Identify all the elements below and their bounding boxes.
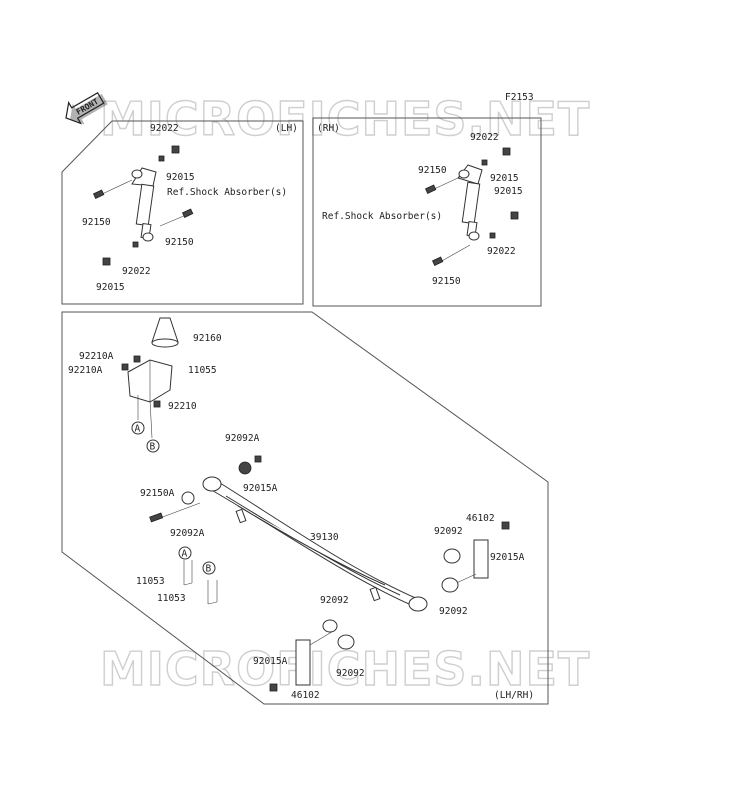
label-ref-shock-absorber: Ref.Shock Absorber(s): [322, 211, 442, 222]
callout-b-icon: [202, 561, 216, 575]
label-92160: 92160: [193, 333, 222, 344]
bolt-92150a: [149, 512, 164, 523]
label-11053: 11053: [157, 593, 186, 604]
bushing-92092-mid: [322, 619, 338, 633]
label-92210a: 92210A: [68, 365, 103, 376]
label-ref-shock-absorber: Ref.Shock Absorber(s): [167, 187, 287, 198]
washer-92022-lh-bottom: [132, 241, 139, 248]
callout-b: B: [150, 442, 156, 453]
nut-92015a-bot: [269, 683, 278, 692]
front-arrow-icon: FRONT: [65, 91, 108, 125]
panel-leaf-spring: (LH/RH) A B: [61, 311, 549, 705]
shackle-46102-right: [473, 539, 489, 579]
label-92015a: 92015A: [253, 656, 288, 667]
leaf-spring-39130: [202, 476, 428, 612]
nut-92210a-2: [121, 363, 129, 371]
label-92015a: 92015A: [490, 552, 525, 563]
washer-92022-rh-bottom: [489, 232, 496, 239]
callout-a-icon: [178, 546, 192, 560]
label-39130: 39130: [310, 532, 339, 543]
washer-92022-lh-top: [158, 155, 165, 162]
nut-92015-rh-b: [510, 211, 519, 220]
label-11055: 11055: [188, 365, 217, 376]
nut-92015-lh-top: [171, 145, 180, 154]
label-92150: 92150: [432, 276, 461, 287]
watermark-bottom: MICROFICHES.NET: [100, 642, 590, 696]
shock-absorber-lh: [131, 167, 157, 242]
nut-92015a-top: [254, 455, 262, 463]
bolt-92210: [153, 400, 161, 408]
shackle-46102-bottom: [295, 639, 311, 686]
label-92210a: 92210A: [79, 351, 114, 362]
label-92015: 92015: [494, 186, 523, 197]
label-92150: 92150: [82, 217, 111, 228]
bushing-92092-r1: [443, 548, 461, 564]
bushing-92092a-left: [181, 491, 195, 505]
bushing-92092-r2: [441, 577, 459, 593]
callout-b-icon: [146, 439, 160, 453]
panel-rh-tag: (RH): [317, 123, 340, 134]
panel-rh: (RH) 92022 92150 92015 92015 Ref.Shock A…: [312, 117, 542, 307]
label-92092a: 92092A: [170, 528, 205, 539]
callout-a: A: [135, 424, 141, 435]
label-92015: 92015: [166, 172, 195, 183]
bolt-92150-rh-bottom: [431, 256, 444, 266]
label-92022: 92022: [487, 246, 516, 257]
label-92092: 92092: [434, 526, 463, 537]
label-92022: 92022: [470, 132, 499, 143]
bolt-92150-lh-left: [92, 189, 105, 199]
label-92092a: 92092A: [225, 433, 260, 444]
label-46102: 46102: [466, 513, 495, 524]
u-bolt-11053-1: [183, 560, 193, 586]
bolt-92150-rh-top: [424, 184, 437, 194]
nut-92015a-right: [501, 521, 510, 530]
watermark-top: MICROFICHES.NET: [100, 92, 590, 146]
label-92150a: 92150A: [140, 488, 175, 499]
label-92150: 92150: [165, 237, 194, 248]
bushing-92092a-top: [238, 461, 252, 475]
label-92015a: 92015A: [243, 483, 278, 494]
callout-b: B: [206, 564, 212, 575]
label-92092: 92092: [320, 595, 349, 606]
label-92092: 92092: [439, 606, 468, 617]
label-92015: 92015: [490, 173, 519, 184]
label-92150: 92150: [418, 165, 447, 176]
washer-92022-rh-top: [481, 159, 488, 166]
u-bolt-11053-2: [207, 580, 218, 605]
label-46102: 46102: [291, 690, 320, 701]
shock-absorber-rh: [457, 164, 483, 241]
nut-92210a-1: [133, 355, 141, 363]
callout-a: A: [182, 549, 188, 560]
bushing-92092-bot: [337, 634, 355, 650]
panel-lh: (LH) 92022 92015 Ref.Shock Absorber(s) 9…: [61, 120, 304, 305]
label-92210: 92210: [168, 401, 197, 412]
label-92022: 92022: [122, 266, 151, 277]
bolt-92150-lh-right: [181, 208, 194, 218]
label-92022: 92022: [150, 123, 179, 134]
label-92015: 92015: [96, 282, 125, 293]
panel-lh-tag: (LH): [275, 123, 298, 134]
callout-a-icon: [131, 421, 145, 435]
label-11053: 11053: [136, 576, 165, 587]
label-92092: 92092: [336, 668, 365, 679]
bump-stop-92160: [151, 317, 179, 343]
nut-92015-lh-bottom: [102, 257, 111, 266]
panel-bottom-tag: (LH/RH): [494, 690, 534, 701]
figure-code: F2153: [505, 92, 534, 103]
nut-92015-rh-a: [502, 147, 511, 156]
